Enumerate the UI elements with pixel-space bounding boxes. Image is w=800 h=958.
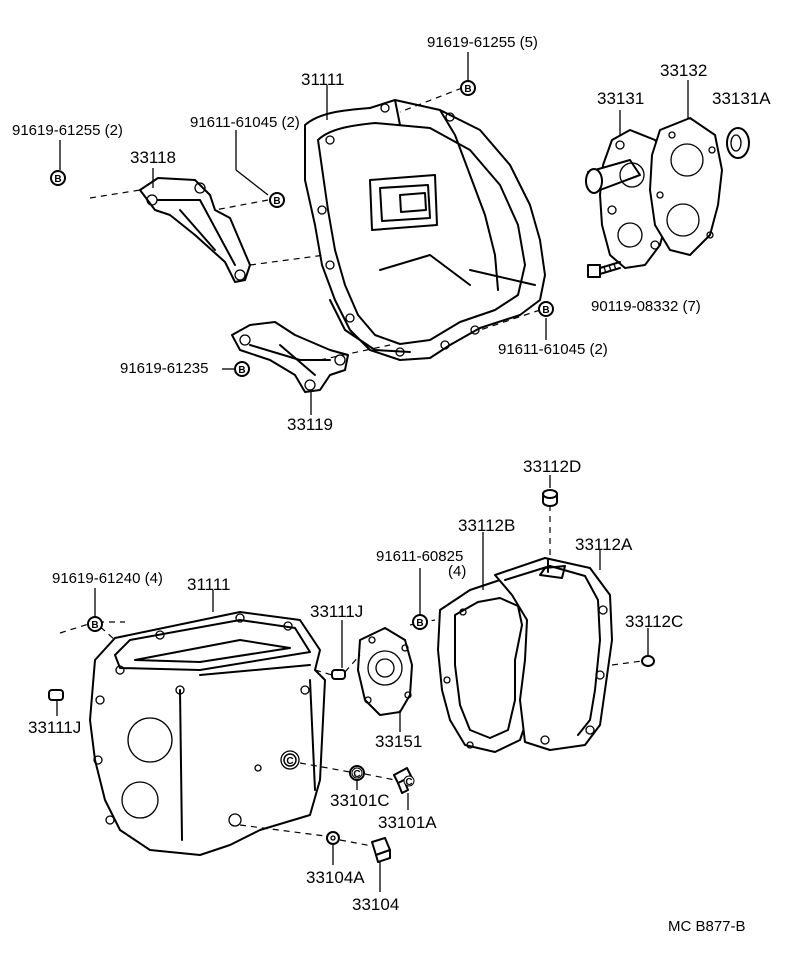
bracket-33119-drawing	[231, 321, 349, 393]
svg-text:B: B	[238, 365, 245, 376]
guide-line	[214, 199, 269, 211]
svg-text:C: C	[353, 769, 360, 780]
label-91611-61045-2-a: 91611-61045 (2)	[190, 114, 300, 131]
washer-33104A-drawing	[326, 831, 340, 845]
label-31111-top: 31111	[301, 70, 345, 89]
guide-line	[249, 254, 326, 266]
transmission-case-drawing	[89, 611, 326, 856]
svg-text:B: B	[54, 174, 61, 185]
label-33112A: 33112A	[575, 535, 633, 554]
svg-text:B: B	[273, 196, 280, 207]
label-33101C: 33101C	[330, 791, 390, 810]
guide-line	[339, 839, 373, 847]
svg-text:B: B	[464, 84, 471, 95]
label-33131A: 33131A	[712, 89, 771, 108]
pin-33111J-a-drawing	[331, 669, 346, 680]
guide-line	[344, 654, 361, 673]
label-91611-60825: 91611-60825	[376, 548, 463, 565]
pin-33112C-drawing	[641, 655, 655, 667]
label-33151: 33151	[375, 732, 422, 751]
label-33131: 33131	[597, 89, 644, 108]
svg-text:B: B	[416, 618, 423, 629]
guide-line	[239, 824, 326, 837]
label-33111J-a: 33111J	[310, 602, 363, 621]
label-33104: 33104	[352, 895, 399, 914]
marker-b-icon: B	[412, 614, 428, 630]
guide-line	[299, 762, 351, 773]
bolt-90119-drawing	[587, 261, 621, 278]
label-33119: 33119	[287, 415, 333, 434]
plug-33104-drawing	[371, 837, 391, 863]
guide-line	[611, 660, 643, 666]
marker-b-icon: B	[538, 301, 554, 317]
label-33112B: 33112B	[458, 516, 515, 535]
label-33112D: 33112D	[523, 457, 581, 476]
label-33118: 33118	[130, 148, 176, 167]
pin-33111J-b-drawing	[48, 689, 64, 701]
label-33104A: 33104A	[306, 868, 365, 887]
label-33111J-b: 33111J	[28, 718, 81, 737]
svg-text:B: B	[542, 305, 549, 316]
label-33132: 33132	[660, 61, 707, 80]
diagram-code: MC B877-B	[668, 918, 746, 935]
extension-housing-drawing	[494, 557, 613, 751]
label-91611-60825-qty: (4)	[448, 563, 466, 580]
marker-b-icon: B	[50, 170, 66, 186]
marker-c-icon: C	[351, 767, 363, 780]
marker-b-icon: B	[87, 616, 103, 632]
guide-line	[314, 669, 333, 676]
guide-line	[89, 189, 141, 199]
marker-c-icon: C	[283, 753, 297, 767]
oil-seal-drawing	[726, 127, 750, 159]
bell-housing-drawing	[304, 99, 546, 361]
pin-33112D-drawing	[542, 489, 558, 507]
marker-b-icon: B	[269, 192, 285, 208]
label-31111-bottom: 31111	[187, 575, 231, 594]
bracket-33118-drawing	[139, 177, 251, 283]
guide-line	[364, 773, 396, 781]
guide-line	[319, 344, 391, 361]
guide-line	[399, 87, 463, 113]
bearing-retainer-drawing	[357, 627, 413, 716]
label-91619-61255-5: 91619-61255 (5)	[427, 34, 538, 51]
label-33112C: 33112C	[625, 612, 683, 631]
label-91611-61045-2-b: 91611-61045 (2)	[498, 341, 608, 358]
label-90119-08332-7: 90119-08332 (7)	[591, 298, 701, 315]
svg-text:B: B	[91, 620, 98, 631]
gasket-33132-drawing	[649, 117, 723, 256]
svg-text:C: C	[286, 756, 293, 767]
marker-b-icon: B	[234, 361, 250, 377]
svg-text:C: C	[405, 777, 412, 788]
label-91619-61240-4: 91619-61240 (4)	[52, 570, 163, 587]
label-91619-61235: 91619-61235	[120, 360, 208, 377]
marker-b-icon: B	[460, 80, 476, 96]
label-91619-61255-2: 91619-61255 (2)	[12, 122, 123, 139]
label-33101A: 33101A	[378, 813, 437, 832]
marker-c-icon: C	[403, 775, 415, 788]
